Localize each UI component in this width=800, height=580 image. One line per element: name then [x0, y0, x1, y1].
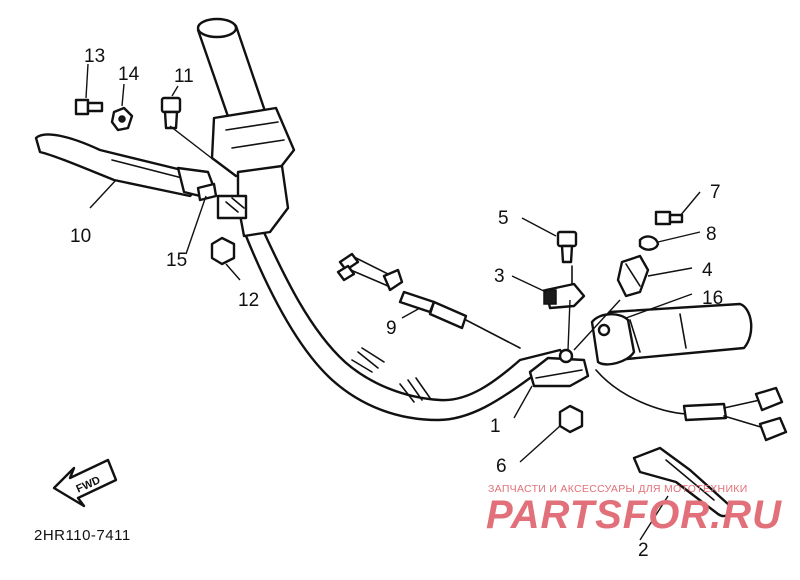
callout-6: 6	[496, 456, 507, 477]
callout-2: 2	[638, 540, 649, 561]
fwd-arrow: FWD	[52, 458, 118, 508]
watermark: ЗАПЧАСТИ И АКСЕССУАРЫ ДЛЯ МОТОТЕХНИКИ PA…	[486, 483, 782, 537]
nut-12	[210, 236, 236, 266]
watermark-tagline: ЗАПЧАСТИ И АКСЕССУАРЫ ДЛЯ МОТОТЕХНИКИ	[488, 483, 748, 495]
callout-7: 7	[710, 182, 721, 203]
watermark-brand: PARTSFOR.RU	[486, 493, 782, 537]
bracket-4	[616, 254, 650, 298]
callout-14: 14	[118, 64, 140, 85]
handlebar	[244, 226, 572, 422]
bolt-13	[74, 98, 104, 116]
callout-4: 4	[702, 260, 713, 281]
left-lever	[34, 133, 216, 198]
lever-holder	[528, 348, 590, 388]
callout-13: 13	[84, 46, 105, 67]
callout-12: 12	[238, 290, 259, 311]
pin-15	[196, 182, 218, 202]
nut-14	[110, 106, 134, 132]
callout-8: 8	[706, 224, 717, 245]
callout-3: 3	[494, 266, 505, 287]
connector-wires	[336, 252, 521, 349]
bolt-5	[556, 230, 578, 264]
nut-6	[558, 404, 584, 434]
callout-5: 5	[498, 208, 509, 229]
washer-8	[638, 235, 660, 251]
callout-16: 16	[702, 288, 723, 309]
callout-9: 9	[386, 318, 397, 339]
callouts: 13 14 11 10 15 12 9 5 3 1 6 7 8 4 16 2	[70, 46, 723, 561]
leader-lines	[85, 63, 701, 541]
callout-11: 11	[174, 66, 194, 87]
throttle-grip	[196, 17, 296, 238]
callout-1: 1	[490, 416, 501, 437]
diagram-code: 2HR110-7411	[34, 527, 131, 544]
switch-3	[543, 265, 586, 310]
callout-15: 15	[166, 250, 187, 271]
plug-11	[160, 96, 182, 130]
screw-7	[654, 210, 684, 226]
right-lever	[632, 446, 732, 518]
callout-10: 10	[70, 226, 91, 247]
right-grip	[590, 302, 788, 442]
